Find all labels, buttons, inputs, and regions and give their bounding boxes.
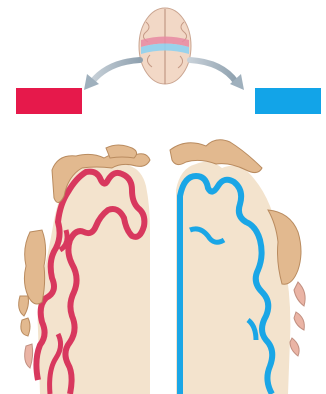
sensory-cortex-section <box>176 162 290 394</box>
left-arrow <box>84 60 140 90</box>
right-arrow <box>190 60 244 90</box>
motor-area-label-box <box>16 88 82 114</box>
sensory-area-label-box <box>255 88 321 114</box>
brain-top-view <box>139 8 191 84</box>
